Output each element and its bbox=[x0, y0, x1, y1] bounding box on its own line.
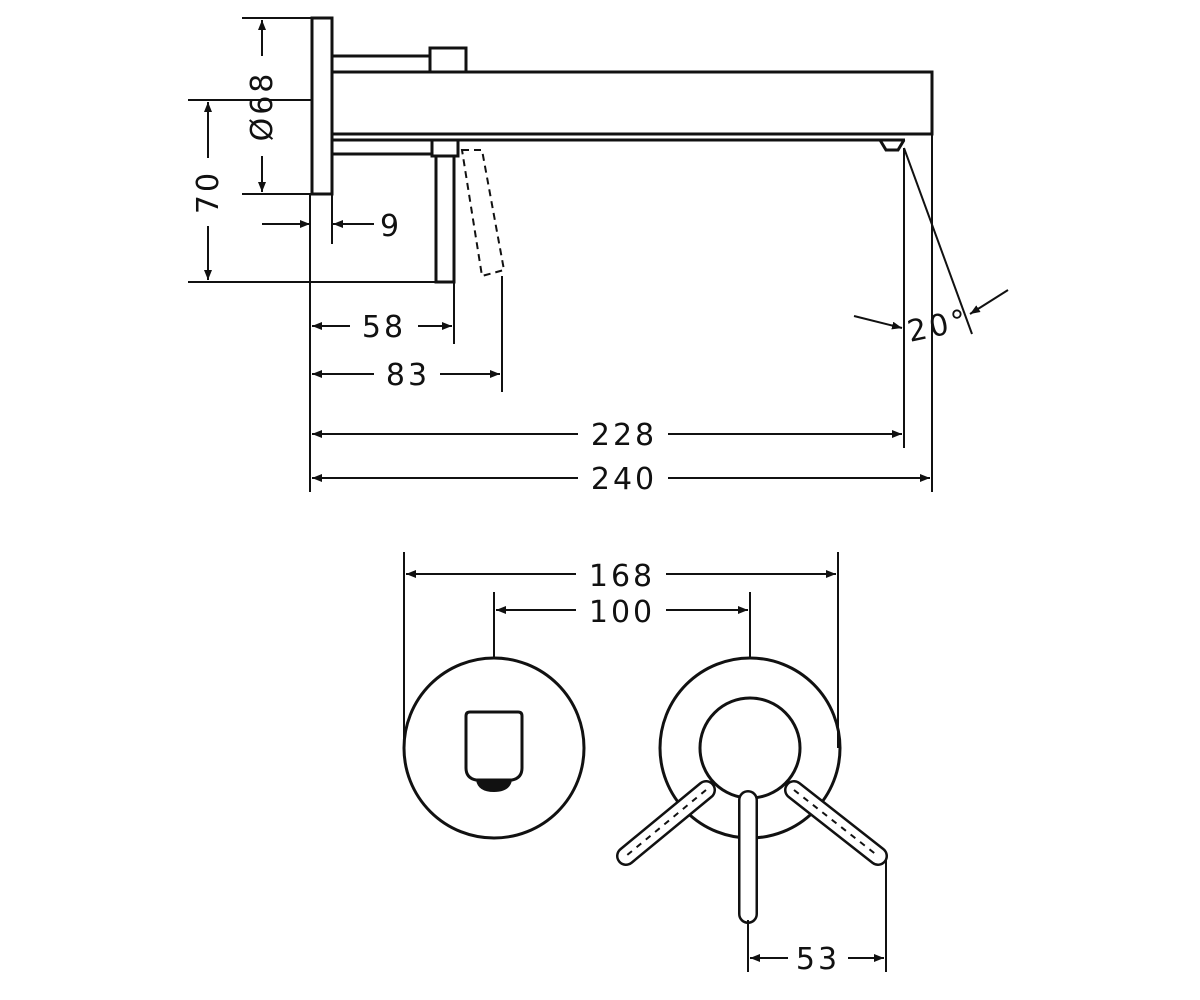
lever-alt-position bbox=[460, 149, 506, 278]
dim-100: 100 bbox=[589, 595, 655, 630]
dim-plate-9: 9 bbox=[380, 209, 402, 244]
wall-plate bbox=[310, 16, 334, 196]
front-view: 168 100 53 bbox=[402, 552, 888, 977]
dim-angle-20: 20° bbox=[904, 303, 972, 350]
dim-240: 240 bbox=[591, 462, 657, 497]
lever-alt-left bbox=[616, 780, 716, 866]
dim-diameter-68: Ø68 bbox=[245, 71, 280, 142]
spout-outlet bbox=[464, 710, 524, 782]
spout bbox=[330, 70, 934, 136]
lever bbox=[434, 154, 456, 284]
dim-58: 58 bbox=[362, 310, 406, 345]
spout-escutcheon bbox=[402, 656, 586, 840]
dim-168: 168 bbox=[589, 559, 655, 594]
mixer-hub bbox=[698, 696, 802, 800]
dim-83: 83 bbox=[386, 358, 430, 393]
side-view: Ø68 70 9 58 83 228 240 20° bbox=[188, 16, 1009, 497]
dim-53: 53 bbox=[796, 942, 840, 977]
lever-alt-right bbox=[784, 780, 888, 866]
dim-height-70: 70 bbox=[191, 170, 226, 214]
dim-228: 228 bbox=[591, 418, 657, 453]
